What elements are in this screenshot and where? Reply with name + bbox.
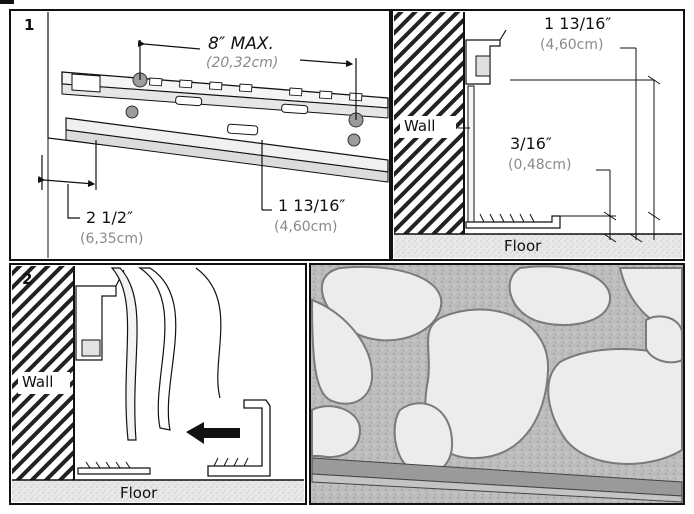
side-offset-metric: (6,35cm) bbox=[80, 231, 144, 247]
panel-2-wall-label: Wall bbox=[22, 373, 54, 391]
side-floor-label: Floor bbox=[504, 237, 542, 255]
panel-stone-finish bbox=[309, 263, 685, 505]
panel-2-floor-label: Floor bbox=[120, 484, 158, 502]
side-height-label: 1 13/16″ bbox=[544, 14, 612, 33]
max-spacing-metric: (20,32cm) bbox=[206, 55, 279, 71]
panel-1-clip-spacing bbox=[9, 9, 391, 261]
side-wall-label: Wall bbox=[404, 117, 436, 135]
side-offset-label: 2 1/2″ bbox=[86, 208, 133, 227]
max-spacing-label: 8″ MAX. bbox=[208, 34, 274, 54]
side-height-metric: (4,60cm) bbox=[540, 37, 604, 53]
panel-1-height-label: 1 13/16″ bbox=[278, 196, 346, 215]
cropped-heading bbox=[0, 0, 14, 4]
panel-1-number: 1 bbox=[24, 16, 35, 34]
gap-label: 3/16″ bbox=[510, 134, 552, 153]
panel-2-snap-on bbox=[9, 263, 307, 505]
panel-1-height-metric: (4,60cm) bbox=[274, 219, 338, 235]
gap-metric: (0,48cm) bbox=[508, 157, 572, 173]
insert-direction-arrow bbox=[186, 422, 240, 444]
panel-side-profile bbox=[391, 9, 685, 261]
panel-2-number: 2 bbox=[22, 270, 33, 288]
